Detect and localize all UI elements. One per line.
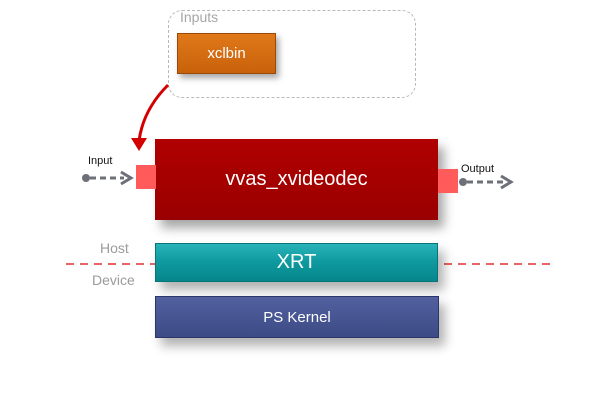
xclbin-to-decoder-arrow: [137, 83, 170, 142]
xrt-block: XRT: [155, 243, 438, 282]
xclbin-block: xclbin: [177, 33, 276, 74]
input-arrow: [82, 170, 134, 186]
device-label: Device: [92, 272, 135, 288]
ps-kernel-block: PS Kernel: [155, 296, 439, 338]
output-arrow: [459, 174, 514, 190]
host-label: Host: [100, 240, 129, 256]
input-port: [136, 165, 156, 189]
inputs-title: Inputs: [180, 9, 219, 25]
input-label: Input: [88, 155, 113, 167]
output-label: Output: [461, 163, 495, 175]
red-arrowhead: [131, 138, 147, 151]
output-port: [438, 169, 458, 193]
inputs-group: [168, 10, 416, 98]
vvas-xvideodec-block: vvas_xvideodec: [155, 139, 438, 220]
